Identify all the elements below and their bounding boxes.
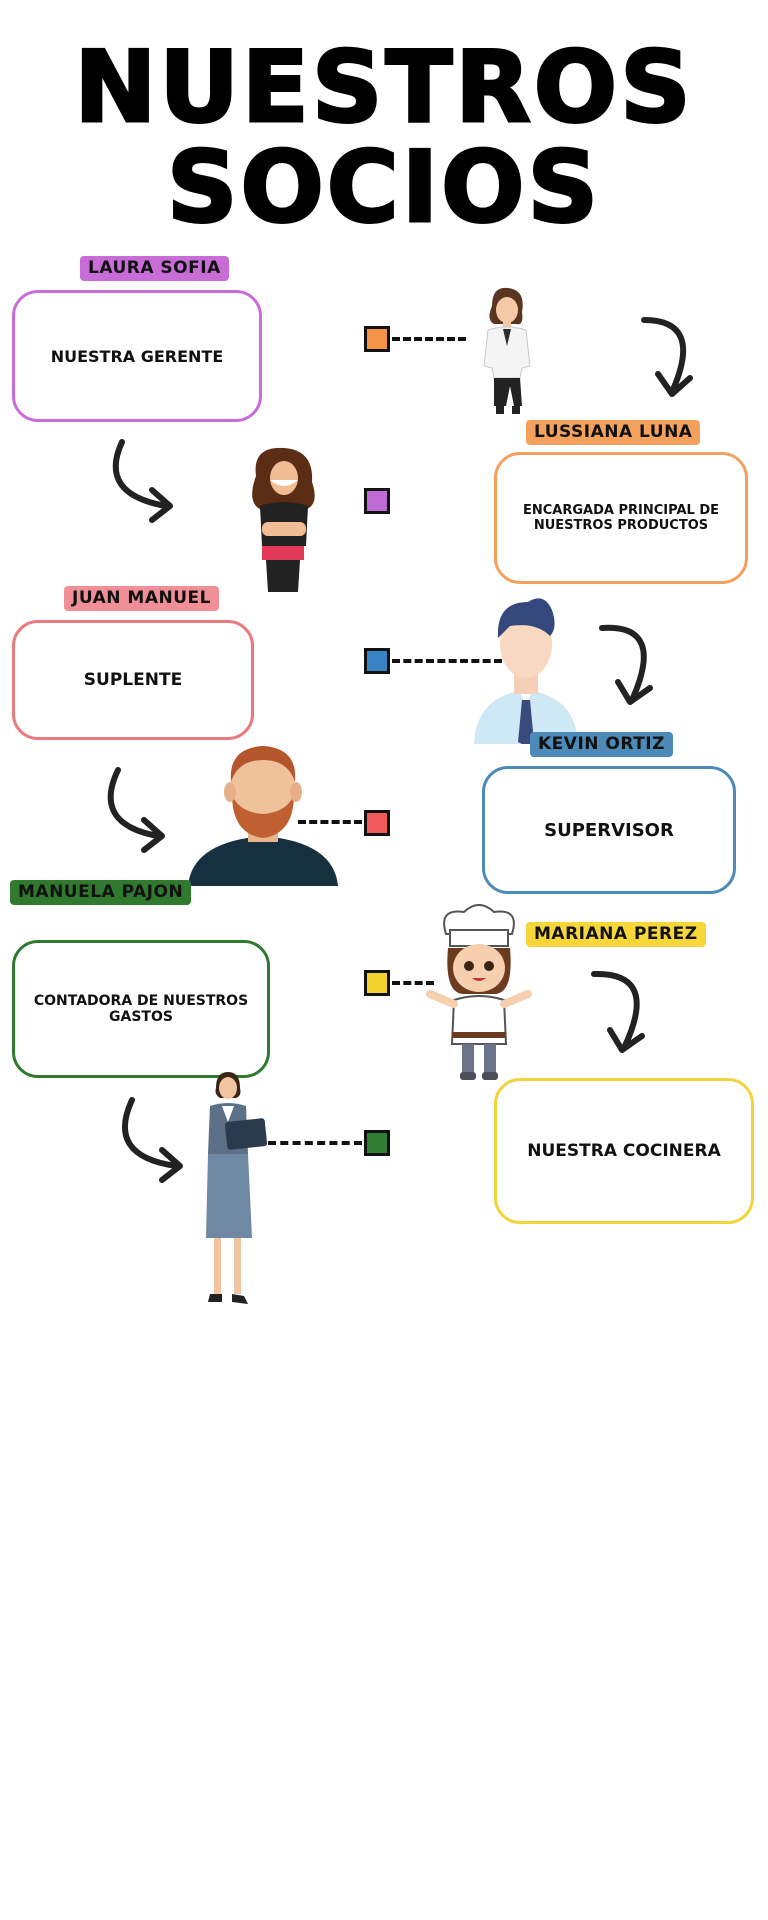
connector-dash-4 xyxy=(298,820,362,824)
role-box-gerente: NUESTRA GERENTE xyxy=(12,290,262,422)
connector-dash-5 xyxy=(392,981,434,985)
tag-laura-sofia: LAURA SOFIA xyxy=(80,256,229,281)
page-title-line2: SOCIOS xyxy=(165,131,602,245)
connector-node-6 xyxy=(364,1130,390,1156)
businesswoman-figure-icon xyxy=(483,287,531,414)
role-box-supervisor: SUPERVISOR xyxy=(482,766,736,894)
tag-juan-manuel: JUAN MANUEL xyxy=(64,586,219,611)
curved-arrow-down-icon xyxy=(599,624,653,705)
curved-arrow-down-icon xyxy=(591,970,645,1053)
connector-dash-3 xyxy=(392,659,502,663)
connector-node-3 xyxy=(364,648,390,674)
page-title-line1: NUESTROS xyxy=(73,31,694,145)
connector-node-5 xyxy=(364,970,390,996)
role-box-contadora: CONTADORA DE NUESTROS GASTOS xyxy=(12,940,270,1078)
connector-node-4 xyxy=(364,810,390,836)
man-avatar-tie-icon xyxy=(474,598,578,744)
connector-node-2 xyxy=(364,488,390,514)
connector-dash-6 xyxy=(268,1141,362,1145)
chef-girl-figure-icon xyxy=(426,904,532,1080)
role-box-encargada: ENCARGADA PRINCIPAL DE NUESTROS PRODUCTO… xyxy=(494,452,748,584)
curved-arrow-right-icon xyxy=(107,767,165,853)
tag-mariana-perez: MARIANA PEREZ xyxy=(526,922,706,947)
role-box-suplente: SUPLENTE xyxy=(12,620,254,740)
bearded-man-avatar-icon xyxy=(188,746,338,886)
tag-manuela-pajon: MANUELA PAJON xyxy=(10,880,192,905)
role-box-cocinera: NUESTRA COCINERA xyxy=(494,1078,754,1224)
curved-arrow-down-icon xyxy=(641,317,693,397)
tag-lussiana-luna: LUSSIANA LUNA xyxy=(526,420,701,445)
connector-node-1 xyxy=(364,326,390,352)
tag-kevin-ortiz: KEVIN ORTIZ xyxy=(530,732,673,757)
curved-arrow-right-icon xyxy=(112,439,173,523)
woman-arms-crossed-figure-icon xyxy=(252,447,315,592)
curved-arrow-right-icon xyxy=(121,1097,183,1183)
woman-with-tablet-figure-icon xyxy=(206,1072,268,1304)
connector-dash-1 xyxy=(392,337,466,341)
